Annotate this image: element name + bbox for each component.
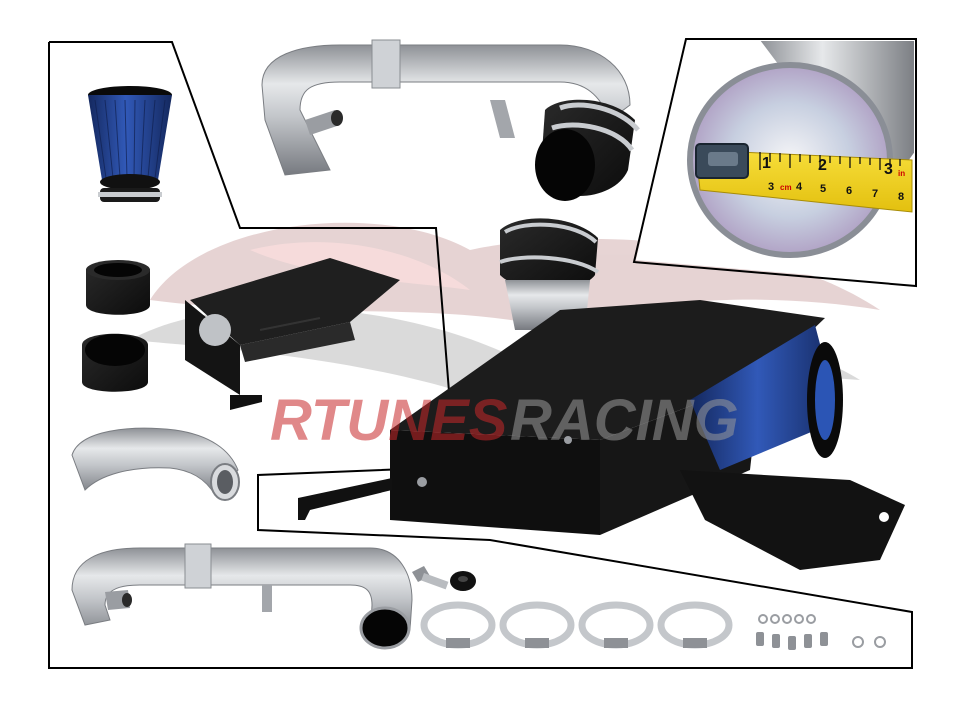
intake-pipe-bottom [71,543,413,650]
hose-clamp-3 [578,601,654,649]
tape-inch-unit: in [898,169,905,178]
inset-measurement: 1 2 3 in 3 cm 4 5 6 7 8 [636,41,914,284]
watermark-brand-left: RTUNES [270,388,508,453]
tape-cm-8: 8 [898,191,904,203]
tape-inch-2: 2 [818,157,827,174]
hose-clamp-4 [657,601,733,649]
screws [756,632,828,650]
watermark-text: RTUNES RACING [270,388,739,453]
air-filter [88,86,172,202]
tape-cm-unit: cm [780,183,792,192]
tape-cm-3: 3 [768,181,774,193]
hose-clamp-1 [420,601,496,649]
washers [758,614,886,648]
panel-frame [48,38,917,669]
tape-inch-1: 1 [762,155,771,172]
tape-cm-7: 7 [872,188,878,200]
elbow-pipe [71,427,240,501]
tape-cm-5: 5 [820,183,826,195]
tape-cm-4: 4 [796,181,803,193]
heat-shield-bracket [185,258,400,410]
heat-shield-main [298,300,905,570]
hose-clamp-2 [499,601,575,649]
intake-pipe-top [261,39,631,176]
rubber-grommet [450,571,476,591]
watermark-brand-right: RACING [510,388,739,453]
measuring-tape: 1 2 3 in 3 cm 4 5 6 7 8 [695,143,913,213]
silicone-coupler-left-1 [86,260,150,315]
air-filter-main [690,325,843,470]
mounting-bolt [412,566,449,590]
tape-cm-6: 6 [846,185,852,197]
silicone-coupler-left-2 [82,333,148,392]
tape-inch-3: 3 [884,161,893,178]
silicone-coupler-top [535,99,640,201]
hose-clamp [551,102,640,152]
